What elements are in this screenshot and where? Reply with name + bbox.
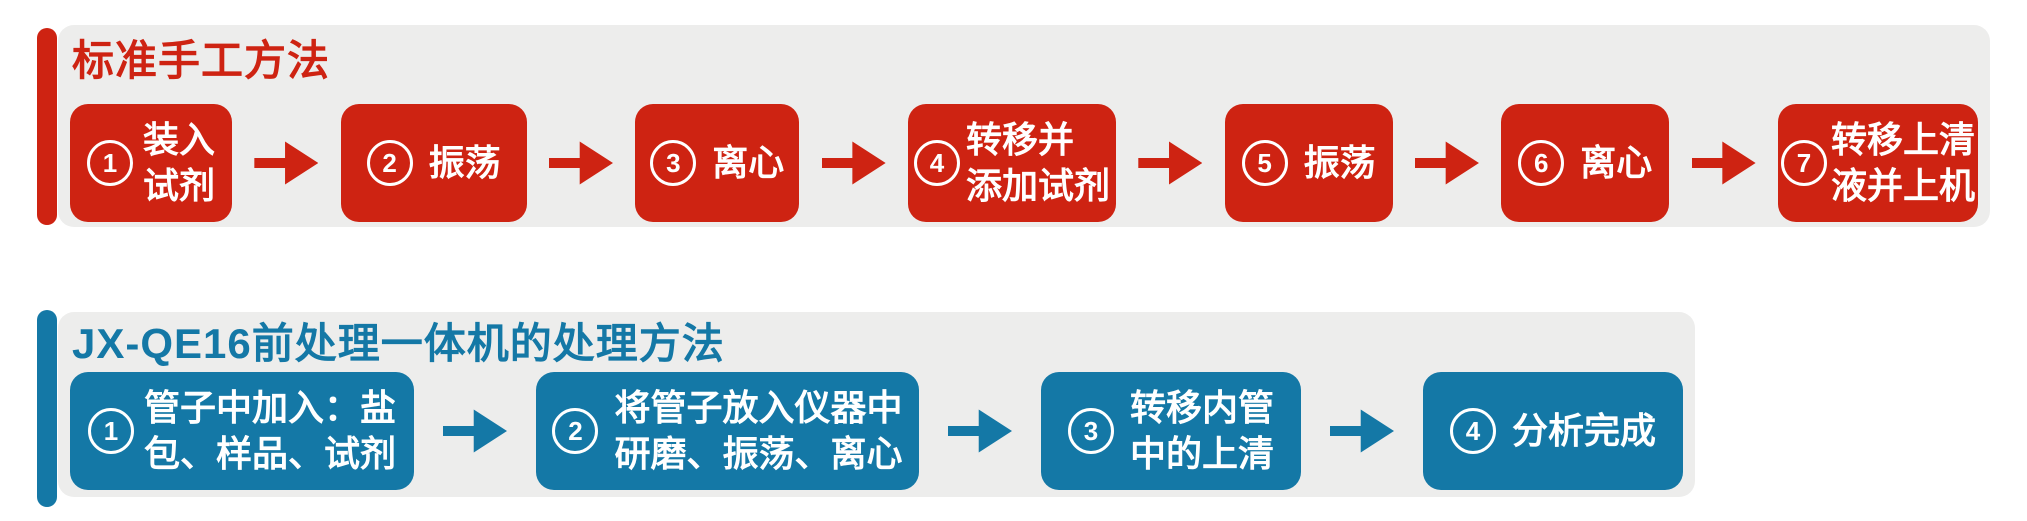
step-number-badge: 6 [1518, 140, 1565, 186]
step-label: 离心 [1580, 142, 1653, 183]
step-label: 分析完成 [1511, 410, 1656, 451]
step-label: 振荡 [428, 142, 501, 183]
arrow-right-icon [443, 409, 507, 453]
machine-title: JX-QE16前处理一体机的处理方法 [72, 320, 725, 367]
manual-steps-row: 1 装入 试剂 2 振荡 3 离心 [70, 104, 1978, 222]
manual-accent-bar [37, 28, 57, 225]
arrow-right-icon [548, 141, 613, 185]
manual-step-2-box: 2 振荡 [340, 104, 527, 222]
machine-step-2-box: 2 将管子放入仪器中 研磨、振荡、离心 [536, 372, 919, 490]
step-number-badge: 1 [87, 408, 134, 454]
arrow-right-icon [1414, 141, 1479, 185]
manual-step-7-box: 7 转移上清 液并上机 [1777, 104, 1978, 222]
manual-step-1-box: 1 装入 试剂 [70, 104, 232, 222]
machine-step-3-box: 3 转移内管 中的上清 [1041, 372, 1301, 490]
step-label: 转移上清 液并上机 [1830, 119, 1975, 206]
machine-step-1-box: 1 管子中加入：盐 包、样品、试剂 [70, 372, 414, 490]
step-number-badge: 3 [1067, 408, 1114, 454]
step-number-badge: 2 [552, 408, 599, 454]
machine-step-4-box: 4 分析完成 [1423, 372, 1683, 490]
step-number-badge: 4 [913, 140, 960, 186]
arrow-right-icon [1330, 409, 1394, 453]
manual-method-section: 标准手工方法 1 装入 试剂 2 振荡 [37, 25, 1990, 227]
step-number-badge: 2 [366, 140, 413, 186]
machine-method-section: JX-QE16前处理一体机的处理方法 1 管子中加入：盐 包、样品、试剂 2 将… [37, 310, 1695, 507]
arrow-right-icon [821, 141, 886, 185]
manual-step-3-box: 3 离心 [635, 104, 800, 222]
step-number-badge: 4 [1449, 408, 1496, 454]
manual-title: 标准手工方法 [72, 37, 331, 84]
step-label: 离心 [712, 142, 785, 183]
step-label: 将管子放入仪器中 研磨、振荡、离心 [614, 387, 903, 474]
step-number-badge: 3 [650, 140, 697, 186]
step-label: 振荡 [1303, 142, 1376, 183]
step-number-badge: 7 [1780, 140, 1827, 186]
manual-step-5-box: 5 振荡 [1224, 104, 1393, 222]
step-label: 管子中加入：盐 包、样品、试剂 [143, 387, 396, 474]
machine-panel: JX-QE16前处理一体机的处理方法 1 管子中加入：盐 包、样品、试剂 2 将… [58, 312, 1695, 497]
arrow-right-icon [1138, 141, 1203, 185]
step-number-badge: 5 [1241, 140, 1288, 186]
machine-steps-row: 1 管子中加入：盐 包、样品、试剂 2 将管子放入仪器中 研磨、振荡、离心 [70, 372, 1683, 490]
manual-step-6-box: 6 离心 [1501, 104, 1670, 222]
machine-accent-bar [37, 310, 57, 507]
arrow-right-icon [254, 141, 319, 185]
arrow-right-icon [948, 409, 1012, 453]
manual-step-4-box: 4 转移并 添加试剂 [907, 104, 1116, 222]
step-label: 装入 试剂 [142, 119, 215, 206]
step-label: 转移并 添加试剂 [965, 119, 1110, 206]
manual-panel: 标准手工方法 1 装入 试剂 2 振荡 [58, 25, 1990, 227]
step-number-badge: 1 [86, 140, 133, 186]
arrow-right-icon [1691, 141, 1756, 185]
step-label: 转移内管 中的上清 [1129, 387, 1274, 474]
